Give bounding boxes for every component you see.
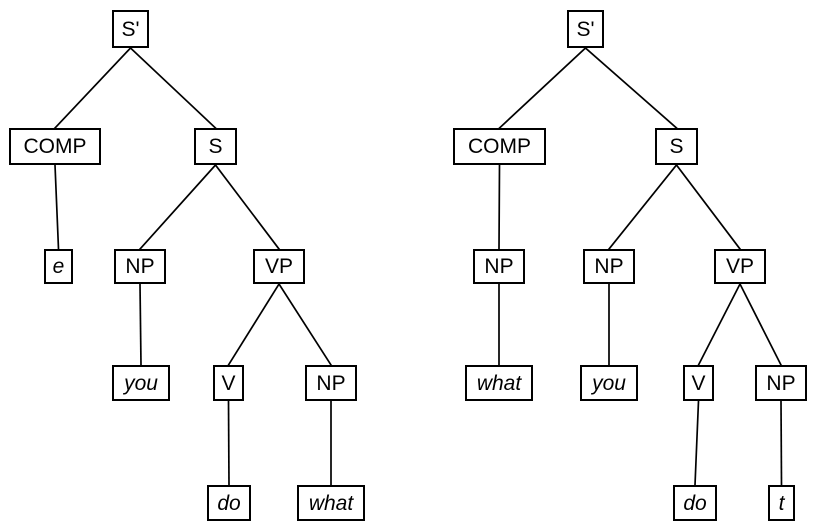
tree-branch — [607, 163, 678, 251]
category-node-comp: COMP — [453, 128, 546, 165]
category-node-s: S' — [567, 10, 604, 48]
node-label: V — [691, 371, 706, 395]
category-node-v: V — [213, 365, 244, 401]
node-label: S' — [121, 17, 140, 41]
category-node-np: NP — [583, 249, 635, 284]
category-node-s: S' — [112, 10, 149, 48]
leaf-node-do: do — [207, 485, 251, 521]
tree-branch — [214, 163, 281, 251]
tree-branch — [694, 400, 700, 486]
node-label: COMP — [468, 135, 531, 158]
leaf-node-t: t — [768, 485, 795, 521]
node-label: NP — [316, 371, 346, 395]
node-label: S — [669, 135, 684, 158]
leaf-node-what: what — [297, 485, 365, 521]
category-node-vp: VP — [253, 249, 305, 284]
category-node-np: NP — [114, 249, 166, 284]
leaf-node-you: you — [580, 365, 638, 401]
node-label: what — [308, 491, 354, 515]
node-label: you — [592, 371, 626, 395]
leaf-node-you: you — [112, 365, 170, 401]
category-node-np: NP — [755, 365, 807, 401]
node-label: e — [52, 255, 65, 278]
tree-branch — [738, 282, 783, 367]
tree-branch — [138, 163, 217, 251]
node-label: do — [683, 491, 707, 515]
category-node-np: NP — [305, 365, 357, 401]
node-label: NP — [594, 255, 624, 278]
node-label: VP — [725, 255, 754, 278]
leaf-node-e: e — [44, 249, 73, 284]
tree-branch — [227, 282, 281, 367]
tree-branch — [277, 282, 333, 367]
node-label: VP — [264, 255, 293, 278]
tree-branch — [53, 46, 132, 130]
category-node-v: V — [683, 365, 714, 401]
node-label: COMP — [23, 135, 87, 158]
tree-branch — [227, 400, 230, 486]
node-label: t — [778, 491, 785, 515]
tree-branch — [584, 46, 678, 130]
node-label: NP — [484, 255, 514, 278]
tree-branch — [675, 163, 742, 251]
node-label: NP — [125, 255, 155, 278]
node-label: S — [208, 135, 223, 158]
node-label: what — [476, 371, 522, 395]
category-node-vp: VP — [714, 249, 766, 284]
tree-branch — [498, 164, 501, 250]
node-label: NP — [766, 371, 796, 395]
tree-branch — [780, 400, 783, 486]
node-label: you — [124, 371, 158, 395]
tree-branch — [498, 46, 587, 130]
category-node-comp: COMP — [9, 128, 101, 165]
node-label: S' — [576, 17, 595, 41]
tree-branch — [697, 282, 742, 367]
tree-branch — [129, 46, 217, 130]
node-label: V — [221, 371, 236, 395]
tree-branch — [139, 283, 142, 366]
category-node-s: S — [194, 128, 237, 165]
node-label: do — [217, 491, 241, 515]
category-node-np: NP — [473, 249, 525, 284]
tree-branch — [54, 164, 60, 250]
category-node-s: S — [655, 128, 698, 165]
leaf-node-what: what — [465, 365, 533, 401]
leaf-node-do: do — [673, 485, 717, 521]
